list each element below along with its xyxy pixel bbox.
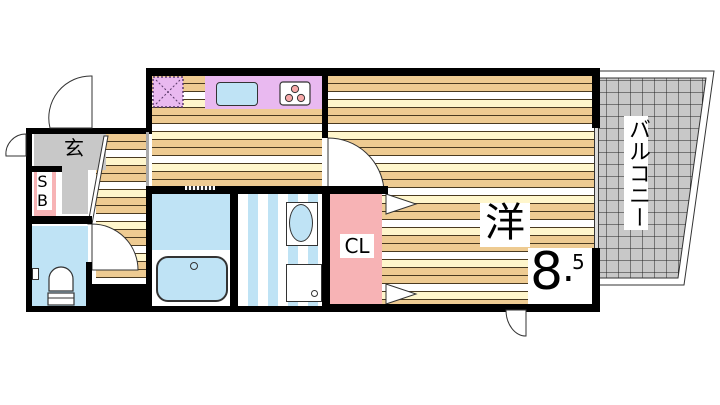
stove-icon bbox=[279, 81, 311, 106]
wall-bath-wash bbox=[230, 186, 238, 312]
balcony: バルコニー bbox=[593, 68, 720, 328]
wall-top-kitchen bbox=[146, 68, 328, 76]
entrance-floor-lower bbox=[62, 170, 88, 214]
balcony-outline bbox=[593, 70, 715, 286]
wall-top-room bbox=[322, 68, 600, 76]
toilet-icon bbox=[47, 266, 75, 306]
wall-dark-block bbox=[88, 284, 148, 310]
wall-right-bottom bbox=[592, 248, 600, 312]
wall-entrance-bottom bbox=[26, 216, 92, 224]
wall-bottom-left bbox=[26, 306, 326, 312]
wall-bath-left bbox=[146, 186, 152, 312]
wall-closet-top bbox=[322, 186, 388, 194]
wall-right-top bbox=[592, 68, 600, 128]
front-door-icon[interactable] bbox=[46, 75, 96, 140]
room-size: 8 . 5 bbox=[528, 242, 592, 304]
bath-sliding-door bbox=[185, 186, 215, 190]
western-room-label: 洋 bbox=[480, 203, 530, 247]
balcony-label: バルコニー bbox=[624, 116, 650, 230]
entrance-step bbox=[87, 135, 109, 225]
entrance-label: 玄 bbox=[62, 136, 86, 162]
toilet-door-swing bbox=[91, 223, 139, 271]
wall-closet-left bbox=[322, 186, 330, 312]
wall-toilet-right bbox=[86, 262, 92, 310]
hall-kitchen-divider bbox=[146, 132, 149, 186]
closet-door-icons bbox=[385, 193, 418, 305]
shoe-box-label: SB bbox=[33, 172, 52, 210]
balcony-window bbox=[594, 128, 599, 248]
wall-kitchen-room bbox=[322, 68, 328, 138]
wall-kitchen-left bbox=[146, 68, 152, 132]
refrigerator-space-icon bbox=[152, 76, 184, 108]
wall-entrance-top bbox=[26, 128, 152, 134]
balcony-bottom-door-icon[interactable] bbox=[505, 309, 536, 344]
wall-sb-top bbox=[26, 166, 62, 172]
washing-machine-drain bbox=[311, 290, 318, 297]
closet-label: CL bbox=[340, 234, 374, 258]
bathtub-drain bbox=[190, 262, 198, 270]
room-size-main: 8 bbox=[530, 242, 564, 302]
wash-basin-bowl bbox=[289, 204, 313, 242]
toilet-paper-holder bbox=[32, 268, 39, 280]
room-size-decimal: 5 bbox=[572, 250, 585, 274]
wall-bottom-right bbox=[322, 304, 600, 312]
side-door-icon[interactable] bbox=[5, 130, 32, 160]
kitchen-sink bbox=[216, 82, 258, 106]
room-size-dot: . bbox=[562, 245, 575, 291]
